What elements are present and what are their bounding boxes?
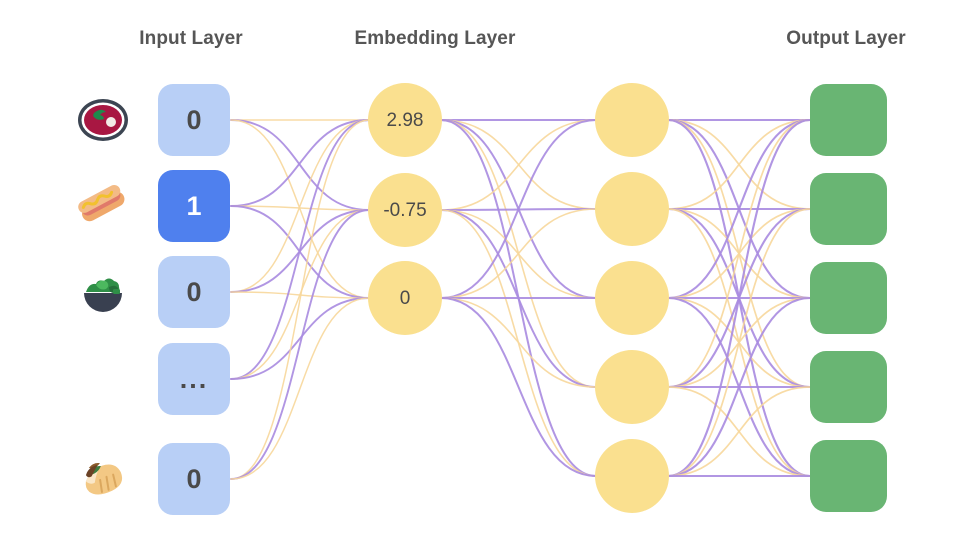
input-node-1[interactable]: 1	[158, 170, 230, 242]
input-node-ellipsis[interactable]: ...	[158, 343, 230, 415]
hidden-node-2[interactable]	[595, 261, 669, 335]
hidden-node-1[interactable]	[595, 172, 669, 246]
embedding-node-1-value: -0.75	[383, 199, 427, 221]
input-node-2-value: 0	[186, 276, 202, 307]
output-node-2[interactable]	[810, 262, 887, 334]
input-layer-title: Input Layer	[139, 28, 243, 49]
input-node-2[interactable]: 0	[158, 256, 230, 328]
embedding-node-2-value: 0	[399, 287, 411, 309]
input-node-0[interactable]: 0	[158, 84, 230, 156]
input-node-1-value: 1	[186, 190, 202, 221]
embedding-node-0-value: 2.98	[386, 109, 424, 131]
output-node-0[interactable]	[810, 84, 887, 156]
embedding-layer-title: Embedding Layer	[354, 28, 516, 49]
embedding-node-0[interactable]: 2.98	[368, 83, 442, 157]
input-node-4[interactable]: 0	[158, 443, 230, 515]
input-node-ellipsis-value: ...	[179, 363, 209, 394]
input-node-4-value: 0	[186, 463, 202, 494]
output-node-1[interactable]	[810, 173, 887, 245]
hidden-node-0[interactable]	[595, 83, 669, 157]
hidden-node-4[interactable]	[595, 439, 669, 513]
soup-bowl-icon	[74, 91, 132, 149]
input-node-0-value: 0	[186, 104, 202, 135]
burrito-icon	[74, 450, 132, 508]
output-layer-title: Output Layer	[786, 28, 906, 49]
hot-dog-icon	[74, 177, 132, 235]
hidden-node-3[interactable]	[595, 350, 669, 424]
embedding-node-2[interactable]: 0	[368, 261, 442, 335]
embedding-node-1[interactable]: -0.75	[368, 173, 442, 247]
output-node-4[interactable]	[810, 440, 887, 512]
output-node-3[interactable]	[810, 351, 887, 423]
green-salad-icon	[74, 263, 132, 321]
